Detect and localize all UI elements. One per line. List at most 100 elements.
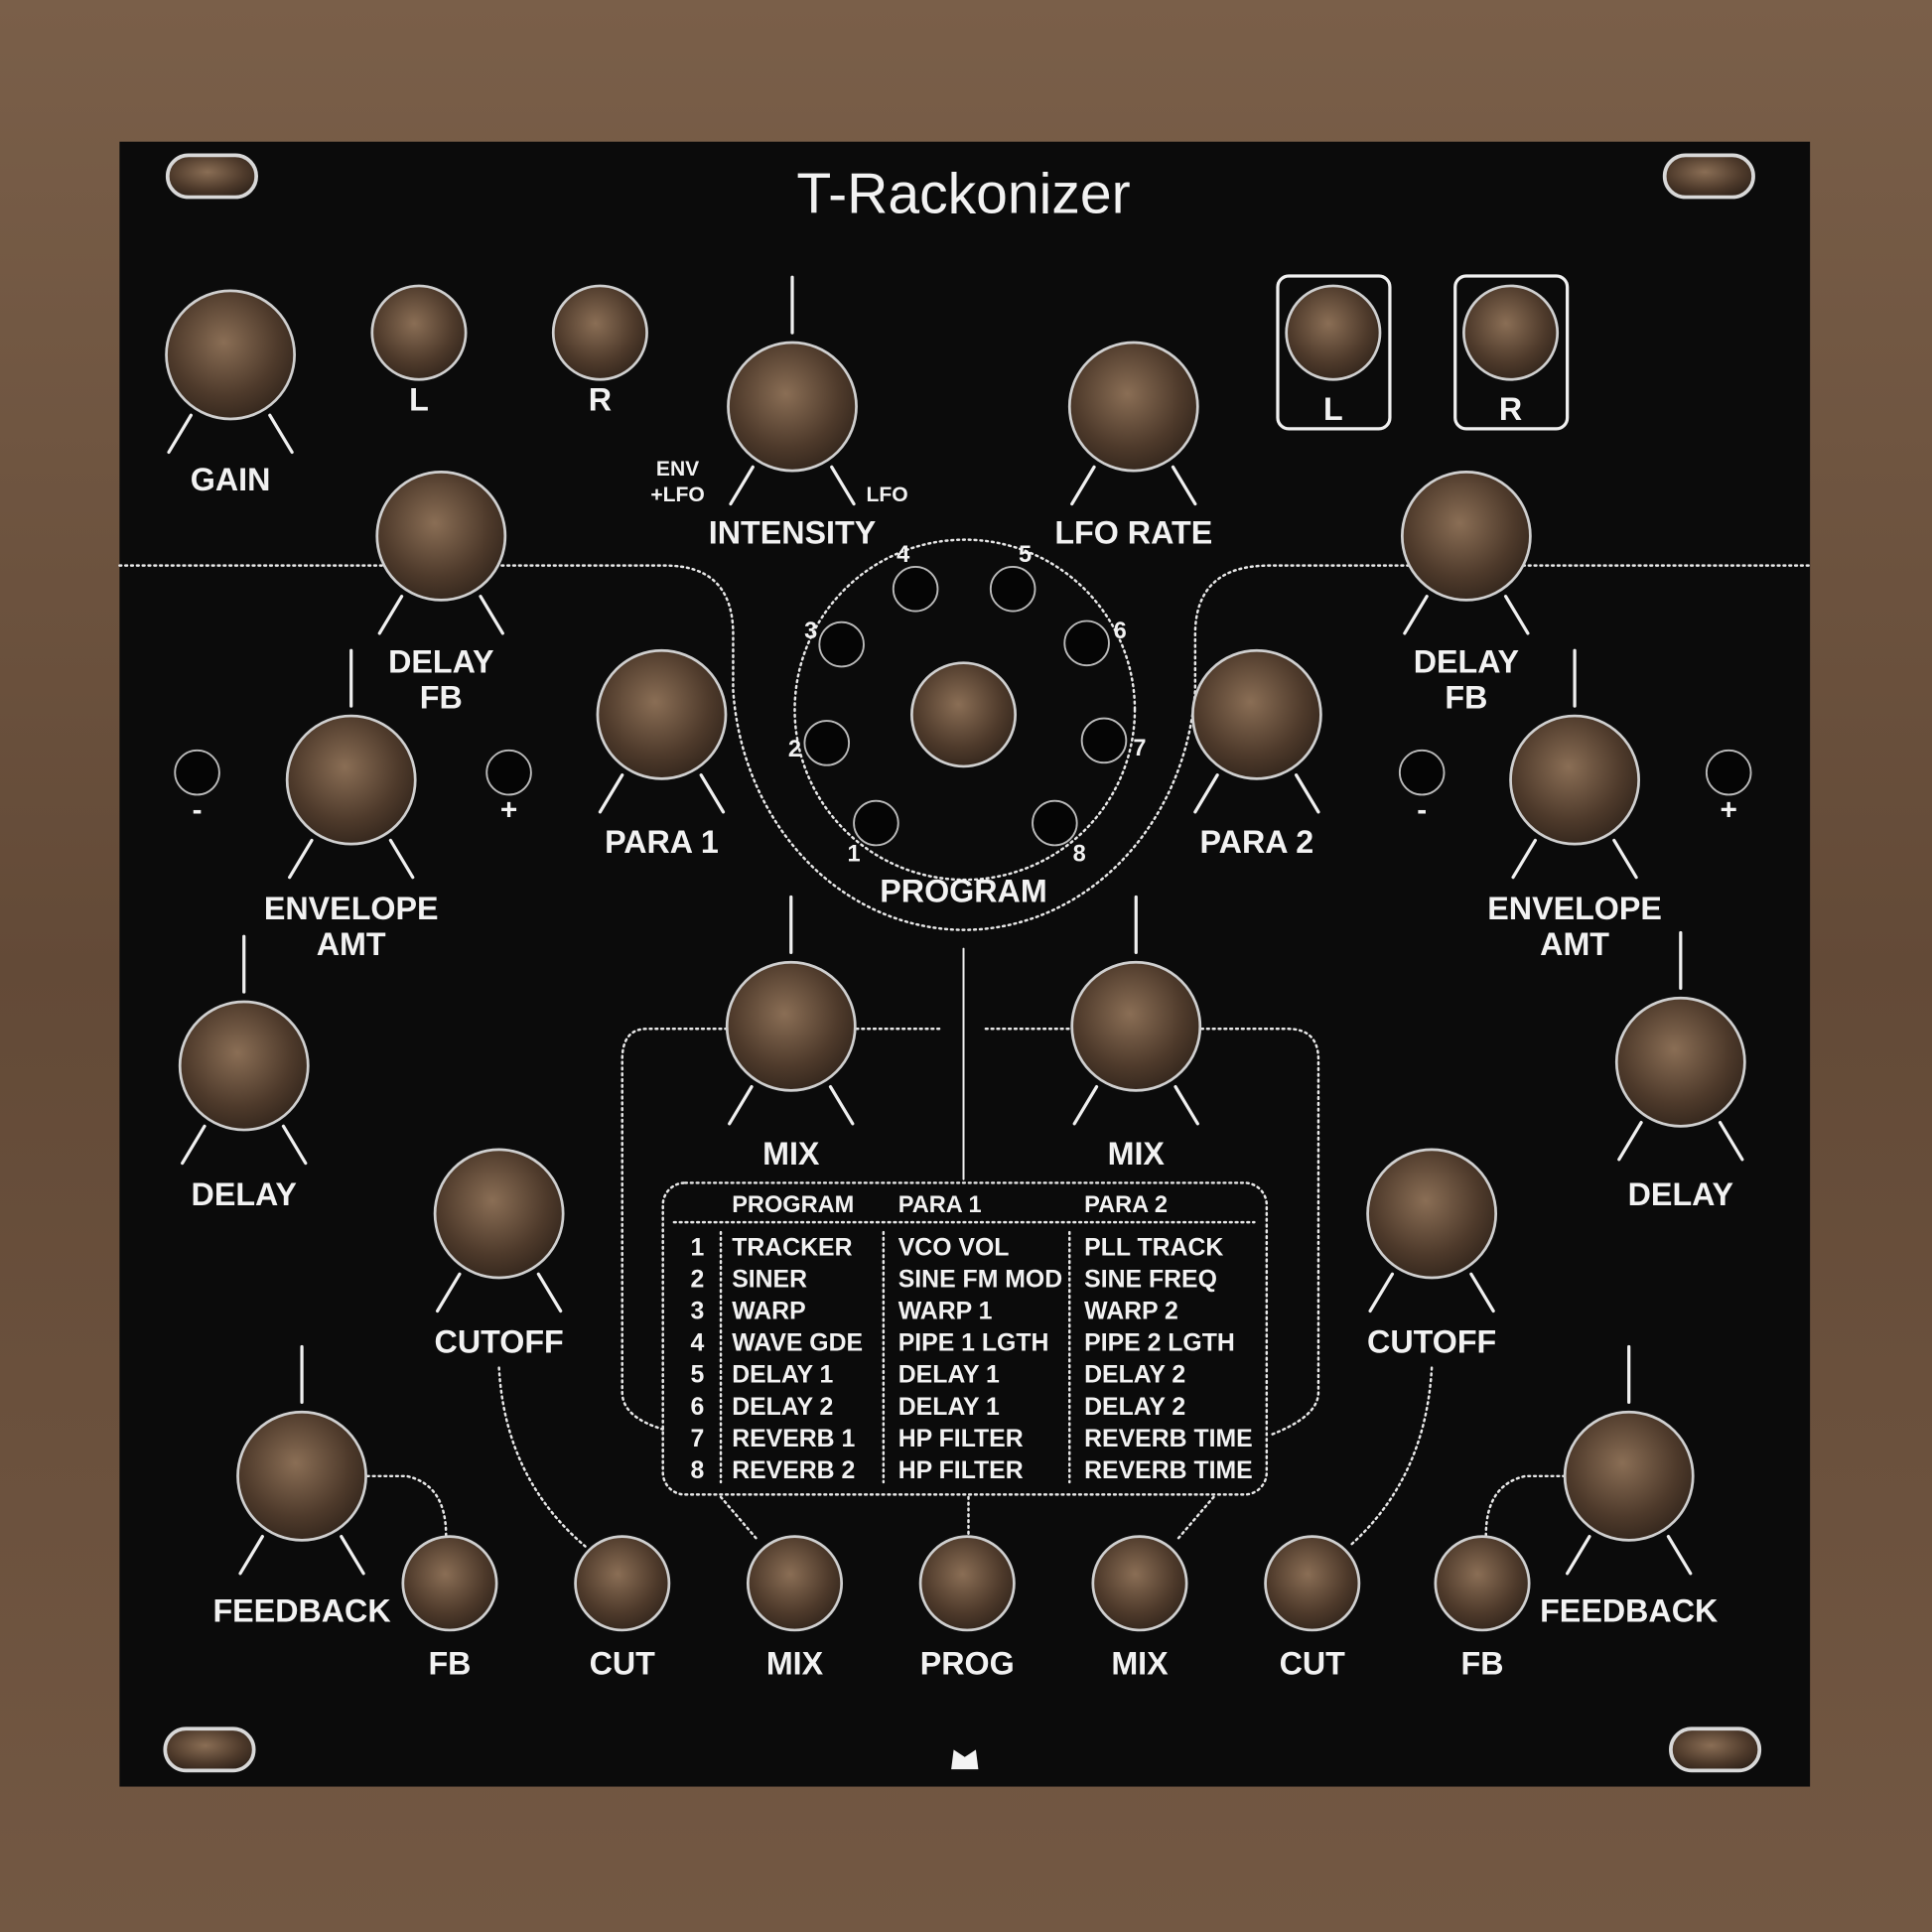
scale-min-mark — [181, 1124, 207, 1166]
knob-program[interactable]: PROGRAM — [880, 661, 1047, 909]
table-cell: 5 — [691, 1362, 705, 1389]
knob-delay-left[interactable]: DELAY — [178, 934, 310, 1212]
section-divider — [118, 564, 1811, 931]
jack-hole[interactable] — [401, 1535, 498, 1632]
knob-hole[interactable] — [1070, 960, 1202, 1092]
knob-label: INTENSITY — [709, 514, 876, 550]
program-led-number: 6 — [1114, 618, 1127, 643]
jack-hole[interactable] — [1285, 284, 1382, 381]
scale-min-mark — [238, 1535, 264, 1576]
jack-hole[interactable] — [370, 284, 468, 381]
knob-lfo-rate[interactable]: LFO RATE — [1054, 341, 1212, 550]
knob-label: DELAY — [388, 644, 493, 680]
knob-cutoff-right[interactable]: CUTOFF — [1366, 1148, 1498, 1360]
jack-hole[interactable] — [746, 1535, 844, 1632]
table-cell: PIPE 1 LGTH — [898, 1330, 1049, 1357]
knob-hole[interactable] — [1563, 1410, 1695, 1542]
scale-min-mark — [1566, 1535, 1591, 1576]
jack-output-l[interactable]: L — [1285, 284, 1382, 427]
knob-label: FEEDBACK — [212, 1592, 390, 1628]
intensity-mark-label: LFO — [866, 483, 907, 506]
jack-hole[interactable] — [1091, 1535, 1188, 1632]
jack-cv-mix-right[interactable]: MIX — [1091, 1535, 1188, 1682]
knob-mix-left[interactable]: MIX — [725, 895, 857, 1172]
jack-label: R — [589, 381, 612, 417]
table-cell: DELAY 2 — [1084, 1394, 1185, 1421]
knob-hole[interactable] — [1509, 714, 1640, 846]
knob-label: CUTOFF — [1367, 1324, 1496, 1360]
jack-hole[interactable] — [918, 1535, 1016, 1632]
intensity-mark-label: ENV — [656, 458, 699, 481]
knob-hole[interactable] — [375, 470, 507, 602]
led-env-minus-left — [174, 749, 220, 796]
mounting-slot — [165, 153, 259, 200]
knob-hole[interactable] — [1614, 996, 1746, 1128]
jack-hole[interactable] — [1434, 1535, 1531, 1632]
knob-hole[interactable] — [178, 1000, 310, 1132]
table-cell: 4 — [691, 1330, 705, 1357]
jack-cv-fb-right[interactable]: FB — [1434, 1535, 1531, 1682]
knob-label: ENVELOPE — [1487, 891, 1662, 926]
knob-hole[interactable] — [433, 1148, 565, 1280]
scale-max-mark — [1469, 1272, 1495, 1313]
jack-input-l[interactable]: L — [370, 284, 468, 417]
scale-max-mark — [281, 1124, 308, 1166]
knob-hole[interactable] — [1190, 648, 1322, 780]
knob-hole[interactable] — [1067, 341, 1199, 473]
knob-hole[interactable] — [1400, 470, 1532, 602]
knob-gain[interactable]: GAIN — [165, 289, 296, 497]
mounting-slot — [1662, 153, 1755, 200]
knob-para-2[interactable]: PARA 2 — [1190, 648, 1322, 860]
knob-hole[interactable] — [725, 960, 857, 1092]
knob-hole[interactable] — [165, 289, 296, 421]
program-led-1 — [853, 799, 899, 847]
jack-cv-cut-right[interactable]: CUT — [1264, 1535, 1361, 1682]
scale-min-mark — [1193, 773, 1219, 814]
knob-cutoff-left[interactable]: CUTOFF — [433, 1148, 565, 1360]
output-l-box — [1276, 274, 1392, 431]
scale-min-mark — [598, 773, 624, 814]
feedback-right-trace — [1484, 1474, 1567, 1537]
jack-cv-cut-left[interactable]: CUT — [574, 1535, 671, 1682]
table-cell: WARP 2 — [1084, 1299, 1178, 1325]
scale-min-mark — [1403, 595, 1429, 635]
table-cell: REVERB 1 — [732, 1426, 855, 1452]
table-cell: DELAY 1 — [732, 1362, 833, 1389]
knob-para-1[interactable]: PARA 1 — [596, 648, 728, 860]
knob-hole[interactable] — [285, 714, 417, 846]
jack-hole[interactable] — [574, 1535, 671, 1632]
jack-input-r[interactable]: R — [551, 284, 648, 417]
jack-output-r[interactable]: R — [1462, 284, 1560, 427]
jack-cv-mix-left[interactable]: MIX — [746, 1535, 844, 1682]
brand-logo — [951, 1749, 979, 1770]
jack-hole[interactable] — [551, 284, 648, 381]
program-led-8 — [1032, 799, 1078, 847]
program-table-frame — [661, 1181, 1269, 1496]
program-led-7 — [1080, 717, 1128, 764]
knob-hole[interactable] — [1366, 1148, 1498, 1280]
knob-delay-right[interactable]: DELAY — [1614, 930, 1746, 1212]
knob-feedback-right[interactable]: FEEDBACK — [1540, 1344, 1718, 1628]
table-header: PROGRAM — [732, 1191, 854, 1217]
knob-hole[interactable] — [236, 1410, 367, 1542]
jack-hole[interactable] — [1264, 1535, 1361, 1632]
knob-hole[interactable] — [910, 661, 1018, 768]
knob-feedback-left[interactable]: FEEDBACK — [212, 1344, 391, 1628]
jack-cv-prog[interactable]: PROG — [918, 1535, 1016, 1682]
knob-hole[interactable] — [727, 341, 858, 473]
knob-hole[interactable] — [596, 648, 728, 780]
knob-mix-right[interactable]: MIX — [1070, 895, 1202, 1172]
knob-intensity[interactable]: INTENSITY — [709, 275, 876, 550]
jack-hole[interactable] — [1462, 284, 1560, 381]
jack-cv-fb-left[interactable]: FB — [401, 1535, 498, 1682]
